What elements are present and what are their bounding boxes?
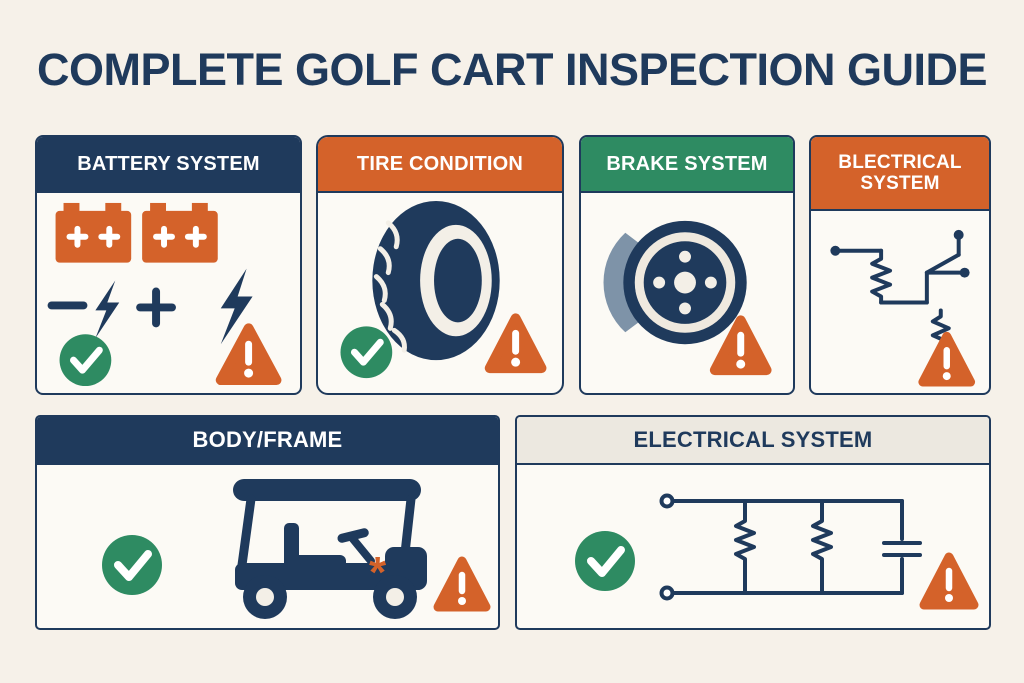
plus-icon xyxy=(136,287,176,328)
warning-triangle-icon xyxy=(919,552,979,610)
asterisk-marker: * xyxy=(369,548,387,597)
card-tire-condition: TIRE CONDITION xyxy=(316,135,564,395)
battery-icon xyxy=(55,202,132,263)
page-title: COMPLETE GOLF CART INSPECTION GUIDE xyxy=(36,44,988,95)
warning-triangle-icon xyxy=(709,315,772,376)
card-tire-label: TIRE CONDITION xyxy=(356,152,524,175)
warning-triangle-icon xyxy=(484,313,547,374)
warning-triangle-icon xyxy=(433,556,491,612)
check-circle-icon xyxy=(340,326,393,379)
card-tire-header: TIRE CONDITION xyxy=(318,137,562,193)
golf-cart-icon: * xyxy=(102,479,491,619)
card-body-frame-header: BODY/FRAME xyxy=(37,417,498,465)
card-electrical-top-header: BLECTRICAL SYSTEM xyxy=(811,137,989,211)
check-circle-icon xyxy=(575,531,635,591)
battery-system-icon xyxy=(47,202,282,387)
card-electrical-bottom-body xyxy=(517,465,989,628)
card-brake-label: BRAKE SYSTEM xyxy=(606,152,768,175)
card-brake-body xyxy=(581,193,793,393)
card-body-frame-body: * xyxy=(37,465,498,628)
card-electrical-top-body xyxy=(811,211,989,393)
tire-icon xyxy=(340,200,547,379)
battery-icon xyxy=(142,202,218,263)
warning-triangle-icon xyxy=(215,323,282,386)
card-battery-body xyxy=(37,193,300,393)
lightning-bolt-icon xyxy=(95,280,120,339)
card-tire-body xyxy=(318,193,562,393)
warning-triangle-icon xyxy=(918,331,976,387)
lightning-bolt-icon xyxy=(220,268,253,345)
card-battery-header: BATTERY SYSTEM xyxy=(37,137,300,193)
card-brake-header: BRAKE SYSTEM xyxy=(581,137,793,193)
check-circle-icon xyxy=(59,334,112,387)
card-electrical-system-bottom: ELECTRICAL SYSTEM xyxy=(515,415,991,630)
circuit-diagram-icon xyxy=(575,493,979,610)
circuit-icon xyxy=(830,229,976,387)
brake-caliper-icon xyxy=(603,232,642,333)
card-electrical-system-top: BLECTRICAL SYSTEM xyxy=(809,135,991,395)
card-electrical-bottom-header: ELECTRICAL SYSTEM xyxy=(517,417,989,465)
card-body-frame: BODY/FRAME xyxy=(35,415,500,630)
card-body-frame-label: BODY/FRAME xyxy=(192,426,343,452)
card-brake-system: BRAKE SYSTEM xyxy=(579,135,795,395)
card-battery-label: BATTERY SYSTEM xyxy=(77,152,260,175)
card-electrical-top-label: BLECTRICAL SYSTEM xyxy=(838,151,962,194)
card-battery-system: BATTERY SYSTEM xyxy=(35,135,302,395)
brake-disc-icon xyxy=(603,220,772,376)
check-circle-icon xyxy=(102,535,162,595)
card-electrical-bottom-label: ELECTRICAL SYSTEM xyxy=(633,426,873,452)
